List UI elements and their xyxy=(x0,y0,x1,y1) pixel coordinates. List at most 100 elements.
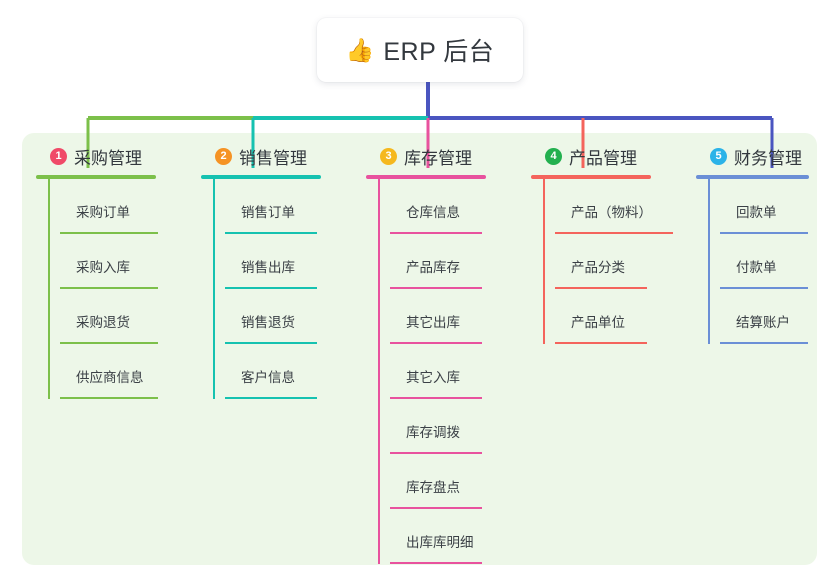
branch-header-5[interactable]: 5 财务管理 xyxy=(696,143,839,169)
branch-rule-4 xyxy=(531,175,651,179)
branch-title-3: 库存管理 xyxy=(404,148,472,168)
leaf-label: 出库库明细 xyxy=(406,535,474,550)
leaf-label: 回款单 xyxy=(736,205,777,220)
branch-spine-2 xyxy=(213,179,215,399)
leaf-item[interactable]: 采购退货 xyxy=(60,289,196,344)
branch-column-5: 5 财务管理回款单付款单结算账户 xyxy=(696,143,839,344)
leaf-rule xyxy=(390,287,482,289)
leaf-label: 销售出库 xyxy=(241,260,295,275)
leaf-item[interactable]: 其它出库 xyxy=(390,289,526,344)
leaf-item[interactable]: 销售订单 xyxy=(225,179,361,234)
leaf-rule xyxy=(60,397,158,399)
leaf-label: 采购订单 xyxy=(76,205,130,220)
leaf-label: 产品（物料） xyxy=(571,205,652,220)
leaf-label: 供应商信息 xyxy=(76,370,144,385)
leaf-item[interactable]: 产品单位 xyxy=(555,289,691,344)
leaf-label: 采购退货 xyxy=(76,315,130,330)
leaf-rule xyxy=(390,342,482,344)
leaf-label: 库存调拨 xyxy=(406,425,460,440)
branch-spine-3 xyxy=(378,179,380,564)
branch-badge-1: 1 xyxy=(50,147,67,165)
branch-items-2: 销售订单销售出库销售退货客户信息 xyxy=(201,179,361,399)
leaf-rule xyxy=(60,232,158,234)
branch-items-3: 仓库信息产品库存其它出库其它入库库存调拨库存盘点出库库明细 xyxy=(366,179,526,564)
leaf-label: 销售订单 xyxy=(241,205,295,220)
branch-title-1: 采购管理 xyxy=(74,148,142,168)
leaf-rule xyxy=(720,287,808,289)
leaf-rule xyxy=(555,232,673,234)
leaf-label: 仓库信息 xyxy=(406,205,460,220)
leaf-rule xyxy=(390,562,482,564)
branch-column-1: 1 采购管理采购订单采购入库采购退货供应商信息 xyxy=(36,143,196,399)
leaf-item[interactable]: 产品库存 xyxy=(390,234,526,289)
leaf-rule xyxy=(555,342,647,344)
leaf-label: 产品库存 xyxy=(406,260,460,275)
leaf-rule xyxy=(720,342,808,344)
leaf-item[interactable]: 库存盘点 xyxy=(390,454,526,509)
branch-rule-2 xyxy=(201,175,321,179)
leaf-item[interactable]: 回款单 xyxy=(720,179,839,234)
leaf-label: 结算账户 xyxy=(736,315,790,330)
leaf-rule xyxy=(720,232,808,234)
branch-spine-4 xyxy=(543,179,545,344)
leaf-label: 采购入库 xyxy=(76,260,130,275)
leaf-rule xyxy=(225,397,317,399)
branch-header-1[interactable]: 1 采购管理 xyxy=(36,143,196,169)
branch-badge-2: 2 xyxy=(215,147,232,165)
leaf-label: 产品单位 xyxy=(571,315,625,330)
root-node[interactable]: 👍 ERP 后台 xyxy=(317,18,523,82)
leaf-rule xyxy=(60,342,158,344)
leaf-label: 库存盘点 xyxy=(406,480,460,495)
branch-spine-1 xyxy=(48,179,50,399)
branch-items-4: 产品（物料） 产品分类产品单位 xyxy=(531,179,691,344)
branch-column-2: 2 销售管理销售订单销售出库销售退货客户信息 xyxy=(201,143,361,399)
leaf-label: 付款单 xyxy=(736,260,777,275)
branch-spine-5 xyxy=(708,179,710,344)
leaf-item[interactable]: 其它入库 xyxy=(390,344,526,399)
leaf-item[interactable]: 供应商信息 xyxy=(60,344,196,399)
leaf-rule xyxy=(225,287,317,289)
leaf-rule xyxy=(225,342,317,344)
leaf-item[interactable]: 销售退货 xyxy=(225,289,361,344)
leaf-item[interactable]: 采购入库 xyxy=(60,234,196,289)
leaf-rule xyxy=(390,397,482,399)
leaf-label: 客户信息 xyxy=(241,370,295,385)
branch-header-3[interactable]: 3 库存管理 xyxy=(366,143,526,169)
branch-badge-4: 4 xyxy=(545,147,562,165)
branch-column-4: 4 产品管理产品（物料） 产品分类产品单位 xyxy=(531,143,691,344)
leaf-item[interactable]: 付款单 xyxy=(720,234,839,289)
leaf-rule xyxy=(225,232,317,234)
leaf-item[interactable]: 结算账户 xyxy=(720,289,839,344)
leaf-item[interactable]: 仓库信息 xyxy=(390,179,526,234)
leaf-item[interactable]: 出库库明细 xyxy=(390,509,526,564)
leaf-item[interactable]: 产品（物料） xyxy=(555,179,691,234)
branches-panel xyxy=(22,133,817,565)
branch-badge-5: 5 xyxy=(710,147,727,165)
branch-title-2: 销售管理 xyxy=(239,148,307,168)
root-title: ERP 后台 xyxy=(383,38,495,66)
leaf-rule xyxy=(60,287,158,289)
branch-title-4: 产品管理 xyxy=(569,148,637,168)
leaf-rule xyxy=(555,287,647,289)
branch-header-2[interactable]: 2 销售管理 xyxy=(201,143,361,169)
leaf-label: 产品分类 xyxy=(571,260,625,275)
branch-title-5: 财务管理 xyxy=(734,148,802,168)
leaf-item[interactable]: 产品分类 xyxy=(555,234,691,289)
leaf-rule xyxy=(390,452,482,454)
leaf-label: 其它入库 xyxy=(406,370,460,385)
leaf-label: 其它出库 xyxy=(406,315,460,330)
leaf-label: 销售退货 xyxy=(241,315,295,330)
branch-badge-3: 3 xyxy=(380,147,397,165)
leaf-rule xyxy=(390,232,482,234)
leaf-rule xyxy=(390,507,482,509)
leaf-item[interactable]: 销售出库 xyxy=(225,234,361,289)
branch-header-4[interactable]: 4 产品管理 xyxy=(531,143,691,169)
branch-rule-3 xyxy=(366,175,486,179)
leaf-item[interactable]: 采购订单 xyxy=(60,179,196,234)
leaf-item[interactable]: 客户信息 xyxy=(225,344,361,399)
branch-column-3: 3 库存管理仓库信息产品库存其它出库其它入库库存调拨库存盘点出库库明细 xyxy=(366,143,526,564)
branch-items-5: 回款单付款单结算账户 xyxy=(696,179,839,344)
branch-rule-5 xyxy=(696,175,809,179)
leaf-item[interactable]: 库存调拨 xyxy=(390,399,526,454)
